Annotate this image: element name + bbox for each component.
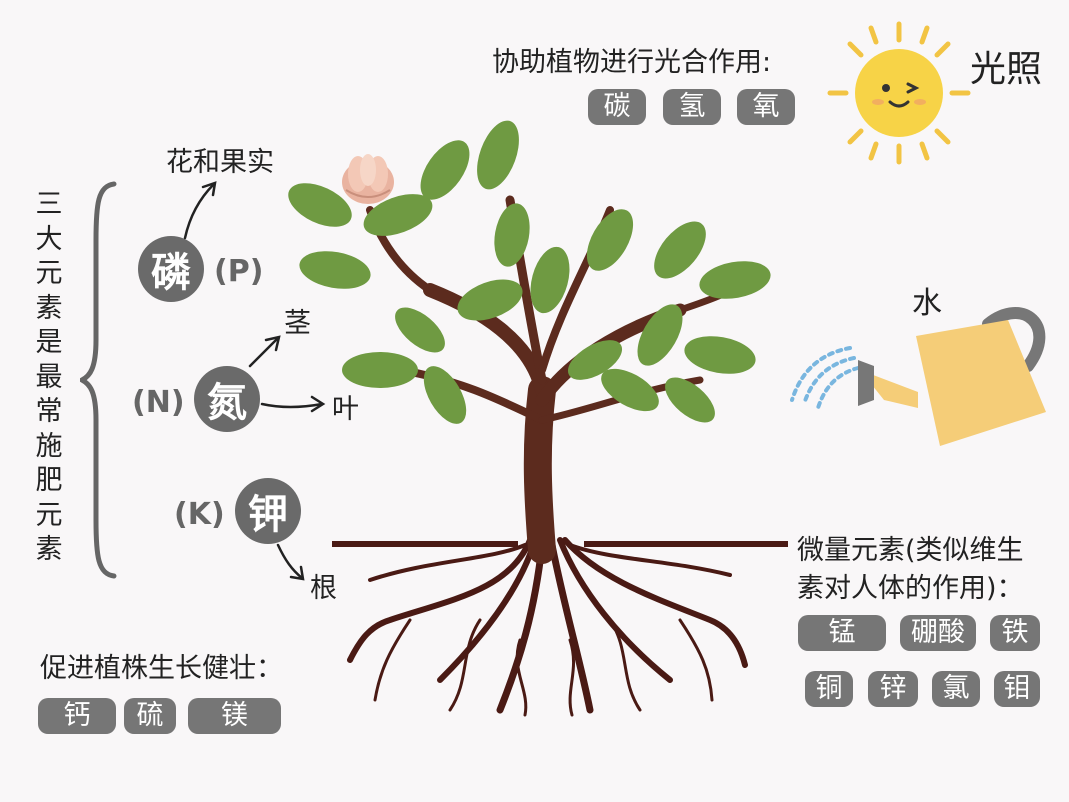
macro-heading: 三大元素是最常施肥元素: [35, 189, 63, 565]
phosphorus-target-label: 花和果实: [166, 147, 274, 178]
element-pill-iron: 铁: [990, 615, 1040, 651]
arrow-phosphorus: [183, 181, 217, 240]
element-pill-magnesium: 镁: [188, 698, 281, 734]
phosphorus-circle: 磷: [138, 236, 204, 302]
potassium-target-label: 根: [310, 573, 337, 604]
nitrogen-circle: 氮: [194, 366, 260, 432]
arrow-potassium: [276, 543, 305, 581]
tree-illustration: [288, 120, 788, 717]
water-drops: [790, 346, 860, 410]
tree-roots: [347, 537, 748, 717]
water-label: 水: [912, 286, 942, 321]
arrow-nitrogen-leaf: [260, 395, 326, 413]
element-pill-chlorine: 氯: [932, 671, 980, 707]
element-pill-hydrogen: 氢: [663, 89, 721, 125]
element-pill-carbon: 碳: [588, 89, 646, 125]
element-pill-molybdenum: 钼: [994, 671, 1040, 707]
arrows: [183, 181, 326, 581]
element-pill-calcium: 钙: [38, 698, 116, 734]
watering-can-icon: [790, 307, 1046, 446]
element-pill-copper: 铜: [805, 671, 853, 707]
light-label: 光照: [970, 49, 1043, 90]
curly-brace: [80, 181, 117, 579]
nitrogen-symbol: (N): [132, 385, 185, 420]
tree-leaves: [288, 120, 771, 424]
element-pill-boric-acid: 硼酸: [900, 615, 976, 651]
trace-caption-line2: 素对人体的作用)：: [797, 573, 1024, 604]
trace-caption-line1: 微量元素(类似维生: [797, 535, 1024, 566]
phosphorus-symbol: (P): [214, 254, 264, 289]
element-pill-sulfur: 硫: [124, 698, 176, 734]
photosynthesis-caption: 协助植物进行光合作用:: [492, 47, 772, 78]
nitrogen-target-leaf: 叶: [332, 394, 359, 425]
sun-icon: [827, 21, 971, 165]
potassium-circle: 钾: [235, 478, 301, 544]
arrow-nitrogen-stem: [248, 335, 281, 368]
element-pill-manganese: 锰: [798, 615, 886, 651]
potassium-symbol: (K): [174, 497, 225, 532]
nitrogen-target-stem: 茎: [284, 308, 311, 339]
flower-bud: [342, 154, 394, 204]
element-pill-oxygen: 氧: [737, 89, 795, 125]
element-pill-zinc: 锌: [868, 671, 918, 707]
secondary-caption: 促进植株生长健壮：: [40, 653, 283, 684]
